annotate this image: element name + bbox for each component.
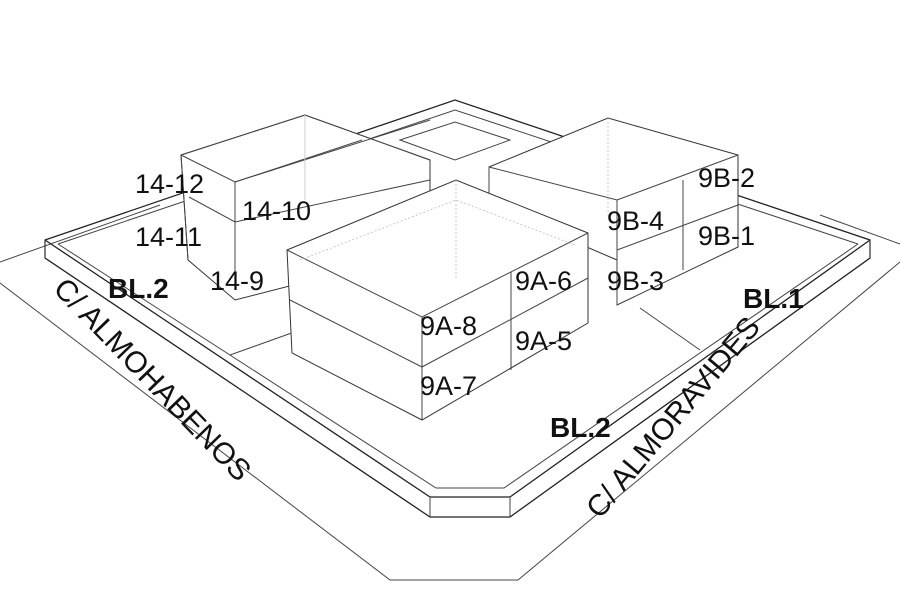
unit-label-14-10: 14-10 [242,196,311,226]
block-label-left: BL.2 [108,273,169,304]
unit-label-9B-1: 9B-1 [698,221,755,251]
unit-label-9B-2: 9B-2 [698,163,755,193]
unit-label-9B-4: 9B-4 [607,206,664,236]
unit-label-9A-8: 9A-8 [420,311,477,341]
building-9A [286,179,589,421]
building-9B [488,117,739,306]
unit-label-9A-5: 9A-5 [515,326,572,356]
unit-label-9A-6: 9A-6 [515,266,572,296]
unit-label-14-11: 14-11 [135,222,202,252]
unit-label-9B-3: 9B-3 [607,266,664,296]
unit-label-14-12: 14-12 [135,169,204,199]
unit-label-14-9: 14-9 [210,266,264,296]
unit-label-9A-7: 9A-7 [420,371,477,401]
ground-plot [0,204,900,581]
block-label-right: BL.1 [743,283,804,314]
block-label-front: BL.2 [550,412,611,443]
